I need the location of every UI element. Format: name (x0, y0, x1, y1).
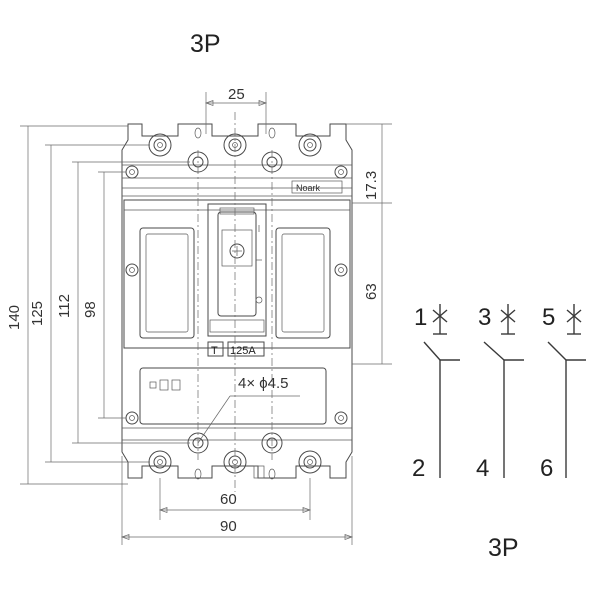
dim-height-total: 140 (6, 305, 23, 330)
pole-2-bottom: 4 (476, 455, 489, 482)
pole-schematic: 1 2 3 4 5 (412, 304, 586, 562)
pole-1: 1 2 (412, 304, 460, 482)
accessory-panel (139, 367, 327, 425)
cover-screws (125, 165, 348, 425)
pole-3: 5 6 (540, 304, 586, 482)
dim-right-top: 17.3 (363, 171, 380, 200)
dim-width-total: 90 (220, 518, 237, 535)
dim-right-mid: 63 (363, 283, 380, 300)
breaker-outline (121, 123, 353, 479)
dim-pitch: 25 (228, 86, 245, 103)
brand-label: Noark (296, 183, 321, 193)
dim-height-125: 125 (29, 301, 46, 326)
pole-1-bottom: 2 (412, 455, 425, 482)
top-terminals (148, 127, 322, 173)
toggle-handle (217, 211, 257, 317)
pole-2-top: 3 (478, 304, 491, 331)
pole-2: 3 4 (476, 304, 524, 482)
hole-note: 4× ϕ4.5 (238, 375, 289, 392)
dim-height-112: 112 (56, 294, 73, 318)
pole-3-bottom: 6 (540, 455, 553, 482)
pole-3-top: 5 (542, 304, 555, 331)
dim-width-mount: 60 (220, 491, 237, 508)
rating-label: 125A (230, 345, 256, 357)
breaker-front-view: Noark T 125A (121, 112, 353, 492)
drawing-title: 3P (190, 30, 221, 58)
dim-height-98: 98 (82, 301, 99, 318)
front-panel (123, 199, 351, 349)
pole-1-top: 1 (414, 304, 427, 331)
symbol-label: T (211, 345, 218, 357)
dimensions: 25 140 125 112 98 17.3 63 4× ϕ4.5 (6, 86, 392, 545)
schematic-label: 3P (488, 534, 519, 562)
toggle-frame (207, 203, 267, 337)
